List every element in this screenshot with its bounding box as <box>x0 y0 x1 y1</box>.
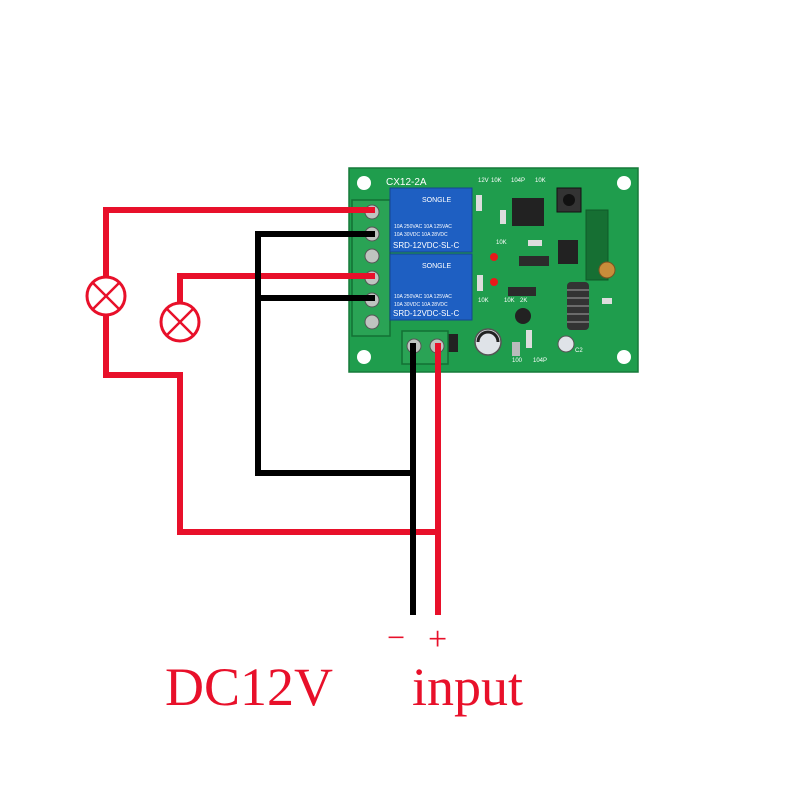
led-indicator <box>490 278 498 286</box>
relay-model: SRD-12VDC-SL-C <box>393 241 459 250</box>
resistor <box>526 330 532 348</box>
lamp-1 <box>85 275 127 317</box>
resistor <box>477 275 483 291</box>
silk-label: 104P <box>511 178 525 184</box>
resistor <box>500 210 506 224</box>
resistor <box>528 240 542 246</box>
silk-label: 12V <box>478 178 489 184</box>
mounting-hole <box>357 350 371 364</box>
wires <box>103 207 441 615</box>
lamp-2 <box>159 301 201 343</box>
power-terminal-block <box>401 330 449 365</box>
rf-module <box>585 209 609 281</box>
silk-label: 10K <box>478 298 489 304</box>
relay-brand: SONGLE <box>422 197 452 204</box>
diode <box>512 342 520 356</box>
silk-label: 10K <box>496 240 507 246</box>
relay-rating: 10A 250VAC 10A 125VAC <box>394 294 452 300</box>
minus-label: − <box>387 619 405 655</box>
silk-label: 10K <box>504 298 515 304</box>
output-terminal-block <box>351 199 391 337</box>
voltage-label: DC12V <box>165 657 333 717</box>
wire-negative-relay1 <box>255 231 415 476</box>
led-indicator <box>490 253 498 261</box>
ic-chip <box>512 198 544 226</box>
relay-rating: 10A 30VDC 10A 28VDC <box>394 232 448 238</box>
silk-label: 104P <box>533 358 547 364</box>
plus-label: + <box>428 621 447 658</box>
silk-label: 10K <box>491 178 502 184</box>
relay-model: SRD-12VDC-SL-C <box>393 309 459 318</box>
silk-label: 10K <box>535 178 546 184</box>
diode <box>448 334 458 352</box>
input-label: input <box>412 657 523 717</box>
mounting-hole <box>617 176 631 190</box>
relay-1: SONGLE 10A 250VAC 10A 125VAC 10A 30VDC 1… <box>389 187 473 253</box>
relay-rating: 10A 30VDC 10A 28VDC <box>394 302 448 308</box>
relay-brand: SONGLE <box>422 263 452 270</box>
wire-lamp1-to-relay1 <box>103 207 375 283</box>
resistor <box>602 298 612 304</box>
transistor <box>515 308 531 324</box>
electrolytic-capacitor <box>557 335 575 353</box>
silk-label: 100 <box>512 358 523 364</box>
silk-label: C2 <box>575 348 583 354</box>
resistor <box>476 195 482 211</box>
wire-lamp-common <box>103 309 183 378</box>
push-button-cap <box>563 194 575 206</box>
silk-label: 2K <box>520 298 527 304</box>
terminal-screw <box>364 248 380 264</box>
board-model-label: CX12-2A <box>386 177 427 188</box>
tuning-coil <box>598 261 616 279</box>
relay-2: SONGLE 10A 250VAC 10A 125VAC 10A 30VDC 1… <box>389 253 473 321</box>
header-pins <box>508 287 536 296</box>
wire-lamp2-to-relay2 <box>177 273 375 307</box>
relay-board: CX12-2A SONGLE 10A 250VAC 10A 125VAC 10A… <box>348 167 639 373</box>
ic-chip <box>558 240 578 264</box>
mounting-hole <box>617 350 631 364</box>
wire-positive-lamp2 <box>177 343 441 535</box>
header-pins <box>519 256 549 266</box>
relay-rating: 10A 250VAC 10A 125VAC <box>394 224 452 230</box>
terminal-screw <box>364 314 380 330</box>
mounting-hole <box>357 176 371 190</box>
